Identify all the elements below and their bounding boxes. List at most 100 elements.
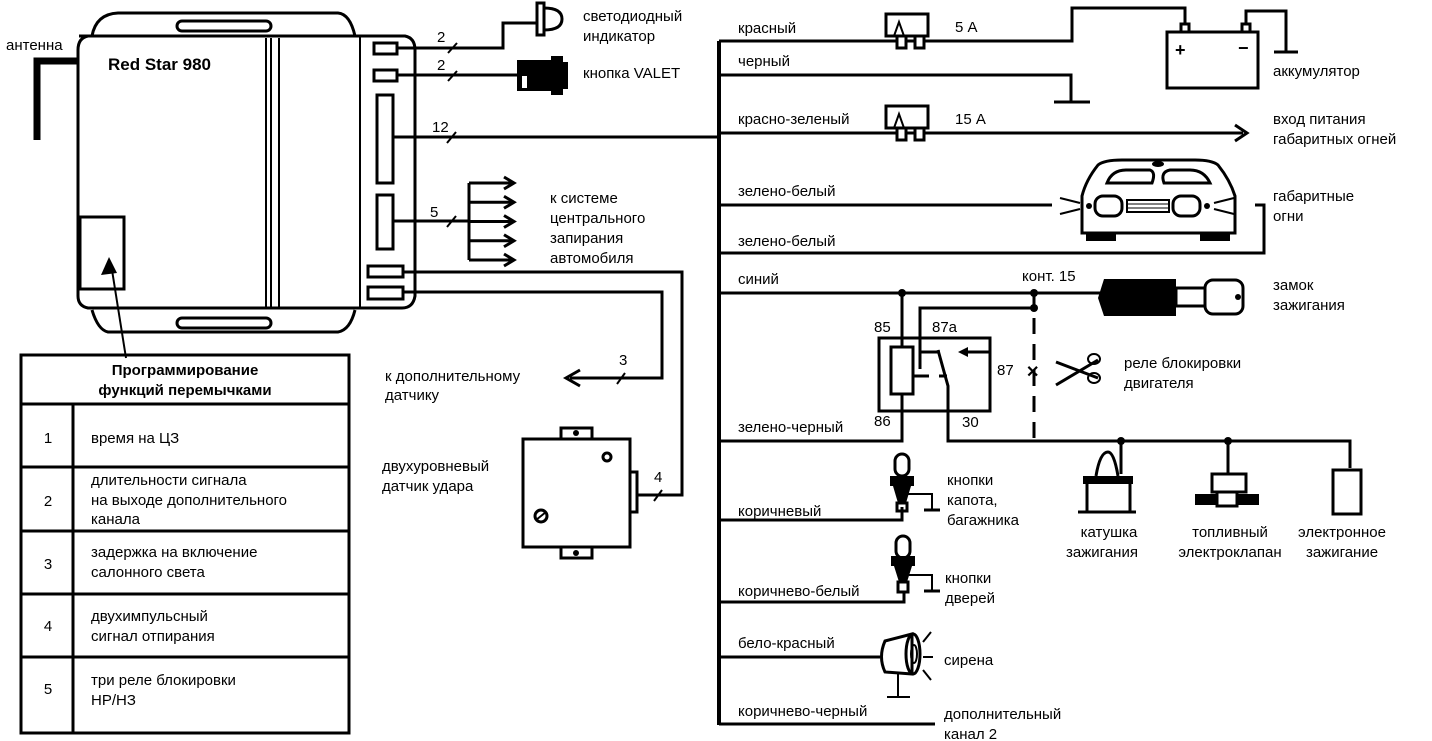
alarm-unit: Red Star 980 [76, 11, 417, 334]
relay-pin-30: 30 [962, 414, 979, 431]
aux-sensor-output: 3 к дополнительному датчику [385, 290, 664, 404]
jumper-block [78, 215, 126, 291]
socket-central-lock [375, 193, 395, 251]
led-wire-count: 2 [437, 29, 445, 46]
led-icon [535, 1, 546, 37]
jumper-pointer-arrow [101, 257, 127, 359]
ignition-label-line2: зажигания [1273, 297, 1345, 314]
key-icon [1203, 278, 1245, 316]
door-label-line2: дверей [945, 590, 995, 607]
socket-aux-sensor [366, 264, 405, 279]
jumper-row-text: канала [91, 511, 141, 528]
car-icon [1059, 158, 1237, 241]
wire-black: черный [719, 53, 1090, 104]
unit-slot-top [175, 19, 273, 33]
wire-label-blue: синий [738, 271, 779, 288]
jumper-row-text: на выходе дополнительного [91, 492, 287, 509]
jumper-row-text: сигнал отпирания [91, 628, 215, 645]
battery-label: аккумулятор [1273, 63, 1360, 80]
led-indicator: 2 светодиодный индикатор [397, 1, 682, 54]
led-label-line1: светодиодный [583, 8, 682, 25]
central-lock-arrowhead [503, 214, 517, 229]
fuse-15a-label: 15 А [955, 111, 986, 128]
led-label-line2: индикатор [583, 28, 655, 45]
jumper-row-text: НР/НЗ [91, 692, 136, 709]
main-harness: 12 [393, 41, 721, 725]
wire-red: красный 5 А [719, 6, 1187, 50]
valet-label: кнопка VALET [583, 65, 680, 82]
jumper-row-text: двухимпульсный [91, 608, 208, 625]
wire-label-green-white-2: зелено-белый [738, 233, 835, 250]
electronic-ignition: электронное зажигание [1298, 468, 1386, 561]
ignition-coil: катушка зажигания [1066, 450, 1138, 561]
battery-minus: − [1238, 38, 1249, 58]
central-lock-arrowhead [503, 233, 517, 249]
wire-label-white-red: бело-красный [738, 635, 835, 652]
valet-wire-count: 2 [437, 57, 445, 74]
door-switch-icon [891, 534, 940, 594]
door-label-line1: кнопки [945, 570, 991, 587]
wire-label-brown-black: коричнево-черный [738, 703, 867, 720]
shock-sensor-label-line1: двухуровневый [382, 458, 489, 475]
jumper-table-title-line2: функций перемычками [98, 382, 271, 399]
wire-label-brown: коричневый [738, 503, 821, 520]
wire-label-red: красный [738, 20, 796, 37]
jumper-row-text: три реле блокировки [91, 672, 236, 689]
fuel-valve: топливный электроклапан [1178, 472, 1282, 561]
parking-input-label-line1: вход питания [1273, 111, 1366, 128]
parking-lights-label-line1: габаритные [1273, 188, 1354, 205]
central-lock-arrowhead [503, 175, 517, 191]
central-lock-wire-count: 5 [430, 204, 438, 221]
battery-plus: + [1175, 40, 1186, 60]
wire-label-brown-white: коричнево-белый [738, 583, 860, 600]
shock-sensor: 4 двухуровневый датчик удара [382, 270, 684, 560]
socket-valet [372, 68, 399, 83]
valve-label-line2: электроклапан [1178, 544, 1281, 561]
siren-label: сирена [944, 652, 994, 669]
valve-label-line1: топливный [1192, 524, 1268, 541]
relay-icon [877, 336, 992, 413]
jumper-row-text: задержка на включение [91, 544, 257, 561]
fuel-valve-icon [1210, 472, 1248, 494]
jumper-row-num: 2 [44, 493, 52, 510]
central-lock-label: центрального [550, 210, 645, 227]
aux-channel-label-line2: канал 2 [944, 726, 997, 741]
central-lock-label: к системе [550, 190, 618, 207]
wire-label-green-white-1: зелено-белый [738, 183, 835, 200]
jumper-table: Программирование функций перемычками 1 в… [19, 353, 351, 735]
relay-label-line1: реле блокировки [1124, 355, 1241, 372]
ignition-label-line1: замок [1273, 277, 1314, 294]
electronic-label-line1: электронное [1298, 524, 1386, 541]
wire-brown-black: коричнево-черный дополнительный канал 2 [719, 703, 1061, 741]
main-wire-count: 12 [432, 119, 449, 136]
jumper-row-num: 5 [44, 681, 52, 698]
shock-sensor-icon [521, 437, 632, 549]
fuse-15a-icon [884, 104, 930, 142]
jumper-row-num: 1 [44, 430, 52, 447]
wire-green-black: зелено-черный [719, 411, 904, 443]
load-bus [946, 432, 1352, 474]
relay-label-line2: двигателя [1124, 375, 1194, 392]
wire-label-red-green: красно-зеленый [738, 111, 849, 128]
socket-led [372, 41, 399, 56]
wire-label-green-black: зелено-черный [738, 419, 843, 436]
relay-pin-85: 85 [874, 319, 891, 336]
aux-sensor-label-line2: датчику [385, 387, 440, 404]
engine-block-relay: 85 87a 86 30 87 ✕ реле блокировки двигат… [874, 293, 1241, 440]
fuse-5a-label: 5 А [955, 19, 978, 36]
jumper-row-text: время на ЦЗ [91, 430, 179, 447]
cut-mark: ✕ [1026, 364, 1039, 381]
ignition-lock-icon [1104, 279, 1176, 316]
socket-main [375, 93, 395, 185]
central-lock-label: запирания [550, 230, 623, 247]
aux-sensor-wire-count: 3 [619, 352, 627, 369]
wire-label-black: черный [738, 53, 790, 70]
socket-shock-sensor [366, 285, 405, 301]
ignition-coil-icon [1094, 450, 1120, 477]
jumper-row-num: 4 [44, 618, 52, 635]
hood-label-line1: кнопки [947, 472, 993, 489]
relay-pin-87a: 87a [932, 319, 958, 336]
siren-icon [880, 631, 933, 698]
jumper-row-text: салонного света [91, 564, 206, 581]
